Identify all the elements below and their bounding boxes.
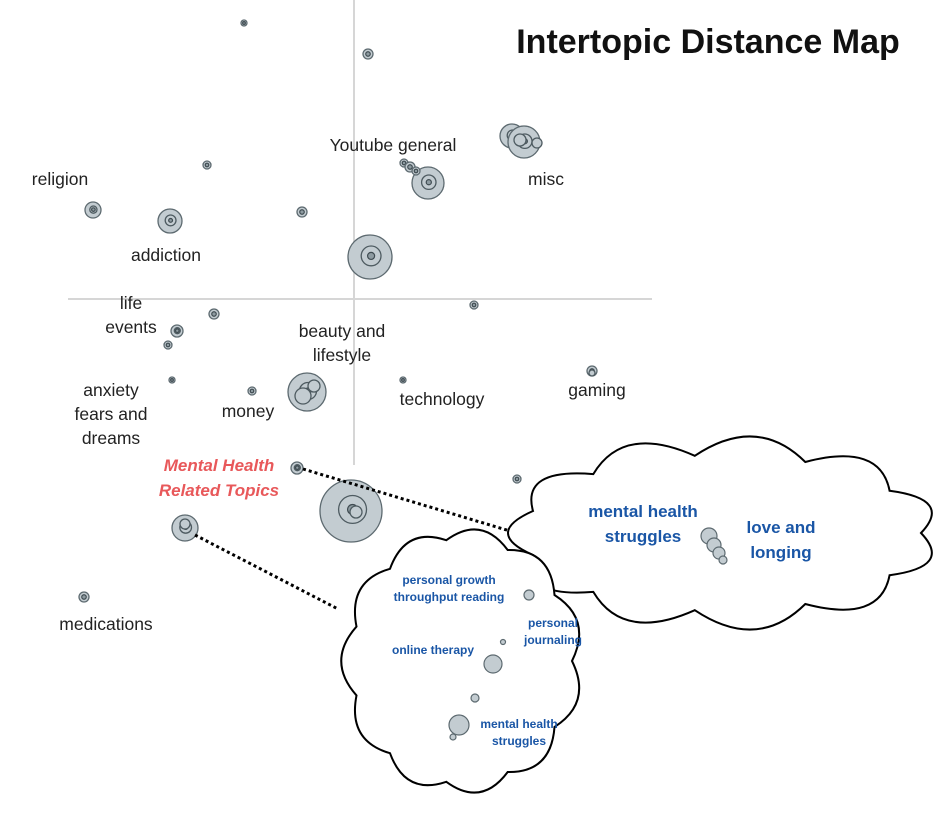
topic-bubble <box>411 166 421 176</box>
topic-bubble <box>399 376 407 384</box>
axes <box>68 0 652 465</box>
topic-bubble <box>202 160 212 170</box>
topic-bubble <box>78 591 90 603</box>
topic-bubble <box>208 308 220 320</box>
topic-bubble <box>179 518 191 530</box>
cloud-topic-label: online therapy <box>392 643 474 657</box>
zoom-bubble <box>470 693 480 703</box>
topic-label: Youtube general <box>330 135 457 155</box>
topic-bubble <box>247 386 257 396</box>
zoom-cloud-upper <box>507 435 933 631</box>
connectors <box>194 467 511 611</box>
topic-bubble <box>469 300 479 310</box>
topic-label: technology <box>400 389 485 409</box>
bubbles <box>78 19 598 603</box>
topic-bubble <box>512 474 522 484</box>
topic-bubble <box>240 19 248 27</box>
topic-bubble <box>296 206 308 218</box>
topic-bubble <box>170 324 184 338</box>
topic-bubble <box>588 369 596 377</box>
topic-bubble <box>307 379 321 393</box>
topic-bubble <box>294 387 312 405</box>
zoom-bubble <box>523 589 535 601</box>
zoom-cloud-lower <box>340 528 581 794</box>
topic-bubble <box>349 505 363 519</box>
connector-line-upper <box>302 467 511 533</box>
zoom-bubble <box>499 638 507 646</box>
zoom-bubble <box>449 733 457 741</box>
topic-label: misc <box>528 169 564 189</box>
topic-bubble <box>411 166 445 200</box>
connector-line-lower <box>194 533 339 611</box>
topic-bubble <box>531 137 543 149</box>
topic-label: gaming <box>568 380 625 400</box>
topic-bubble <box>513 133 527 147</box>
chart-title: Intertopic Distance Map <box>516 23 900 61</box>
topic-label: money <box>222 401 275 421</box>
topic-label: addiction <box>131 245 201 265</box>
topic-bubble <box>84 201 102 219</box>
zoom-bubble <box>483 654 503 674</box>
topic-label: medications <box>59 614 153 634</box>
topic-label: religion <box>32 169 88 189</box>
zoom-bubble <box>718 555 728 565</box>
topic-bubble <box>163 340 173 350</box>
topic-bubble <box>168 376 176 384</box>
zoom-bubble <box>448 714 470 736</box>
topic-bubble <box>347 234 393 280</box>
topic-bubble <box>157 208 183 234</box>
topic-bubble <box>290 461 304 475</box>
zoom-clouds <box>340 435 933 794</box>
topic-bubble <box>362 48 374 60</box>
